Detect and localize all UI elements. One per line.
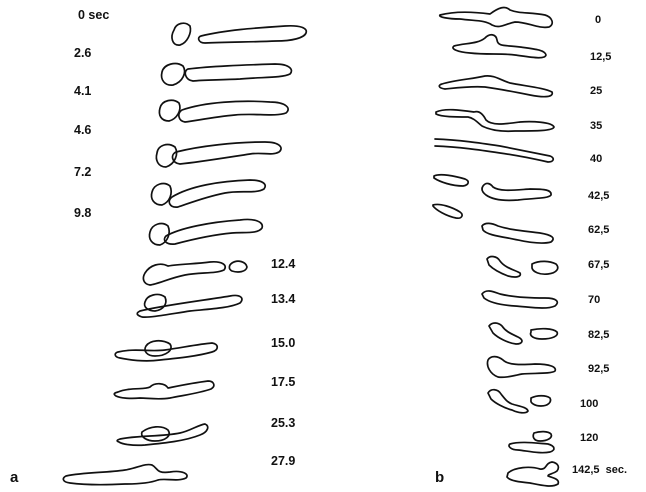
cell-outline — [172, 23, 190, 45]
cell-outline — [509, 442, 554, 452]
frame-a-8 — [115, 341, 217, 361]
cell-outline — [142, 427, 169, 441]
frame-b-3 — [436, 110, 554, 132]
frame-a-5 — [149, 219, 262, 245]
cell-outline — [482, 291, 557, 308]
frame-a-4 — [151, 180, 265, 207]
frame-a-9 — [114, 381, 214, 399]
cell-outline — [487, 357, 555, 378]
cell-outline — [162, 64, 185, 86]
cell-outline — [507, 462, 558, 486]
frame-b-9 — [489, 323, 557, 344]
cell-outline — [137, 295, 242, 317]
cell-outline — [145, 341, 171, 356]
frame-a-0 — [172, 23, 306, 45]
frame-b-13 — [507, 462, 558, 486]
cell-outline — [63, 465, 187, 485]
frame-a-1 — [162, 64, 292, 86]
cell-outline — [482, 223, 553, 243]
cell-outline — [532, 261, 558, 274]
frame-b-12 — [509, 432, 554, 453]
cell-outline — [114, 381, 214, 399]
frame-b-1 — [453, 35, 546, 58]
cell-outline — [229, 261, 247, 272]
cell-outline — [434, 175, 468, 186]
frame-b-4 — [435, 139, 553, 162]
cell-outline — [173, 142, 282, 164]
cell-outline — [488, 390, 528, 413]
frame-a-11 — [63, 465, 187, 485]
cell-outline — [440, 7, 552, 27]
cell-outline — [533, 432, 551, 441]
frame-b-6 — [433, 204, 553, 243]
panel-b-outlines — [433, 7, 558, 485]
cell-outline — [433, 204, 462, 218]
cell-outline — [531, 329, 558, 339]
cell-outline — [453, 35, 546, 58]
frame-b-5 — [434, 175, 551, 201]
cell-outline — [436, 110, 554, 132]
cell-outline — [439, 76, 552, 97]
frame-b-10 — [487, 357, 555, 378]
cell-outline — [156, 145, 176, 167]
cell-outline — [185, 64, 291, 81]
panel-a-outlines — [63, 23, 306, 484]
frame-a-6 — [143, 261, 247, 285]
frame-a-7 — [137, 295, 242, 318]
cell-outline — [531, 396, 551, 406]
cell-outline — [179, 101, 288, 122]
cell-outline — [115, 343, 217, 361]
frame-b-11 — [488, 390, 551, 413]
cell-outline — [482, 183, 551, 200]
frame-b-0 — [440, 7, 552, 27]
cell-outline — [143, 262, 225, 285]
frame-a-3 — [156, 142, 281, 167]
frame-b-8 — [482, 291, 557, 308]
frame-b-7 — [487, 257, 558, 277]
cell-outline — [164, 219, 262, 244]
frame-a-2 — [159, 100, 288, 122]
cell-outline — [159, 100, 179, 121]
cell-outline — [169, 180, 265, 207]
cell-outline — [435, 139, 553, 162]
cell-outline — [489, 323, 522, 344]
frame-b-2 — [439, 76, 552, 97]
cell-outline — [487, 257, 520, 277]
frame-a-10 — [117, 424, 208, 445]
cell-outline — [199, 26, 307, 43]
cell-outline — [151, 184, 171, 205]
